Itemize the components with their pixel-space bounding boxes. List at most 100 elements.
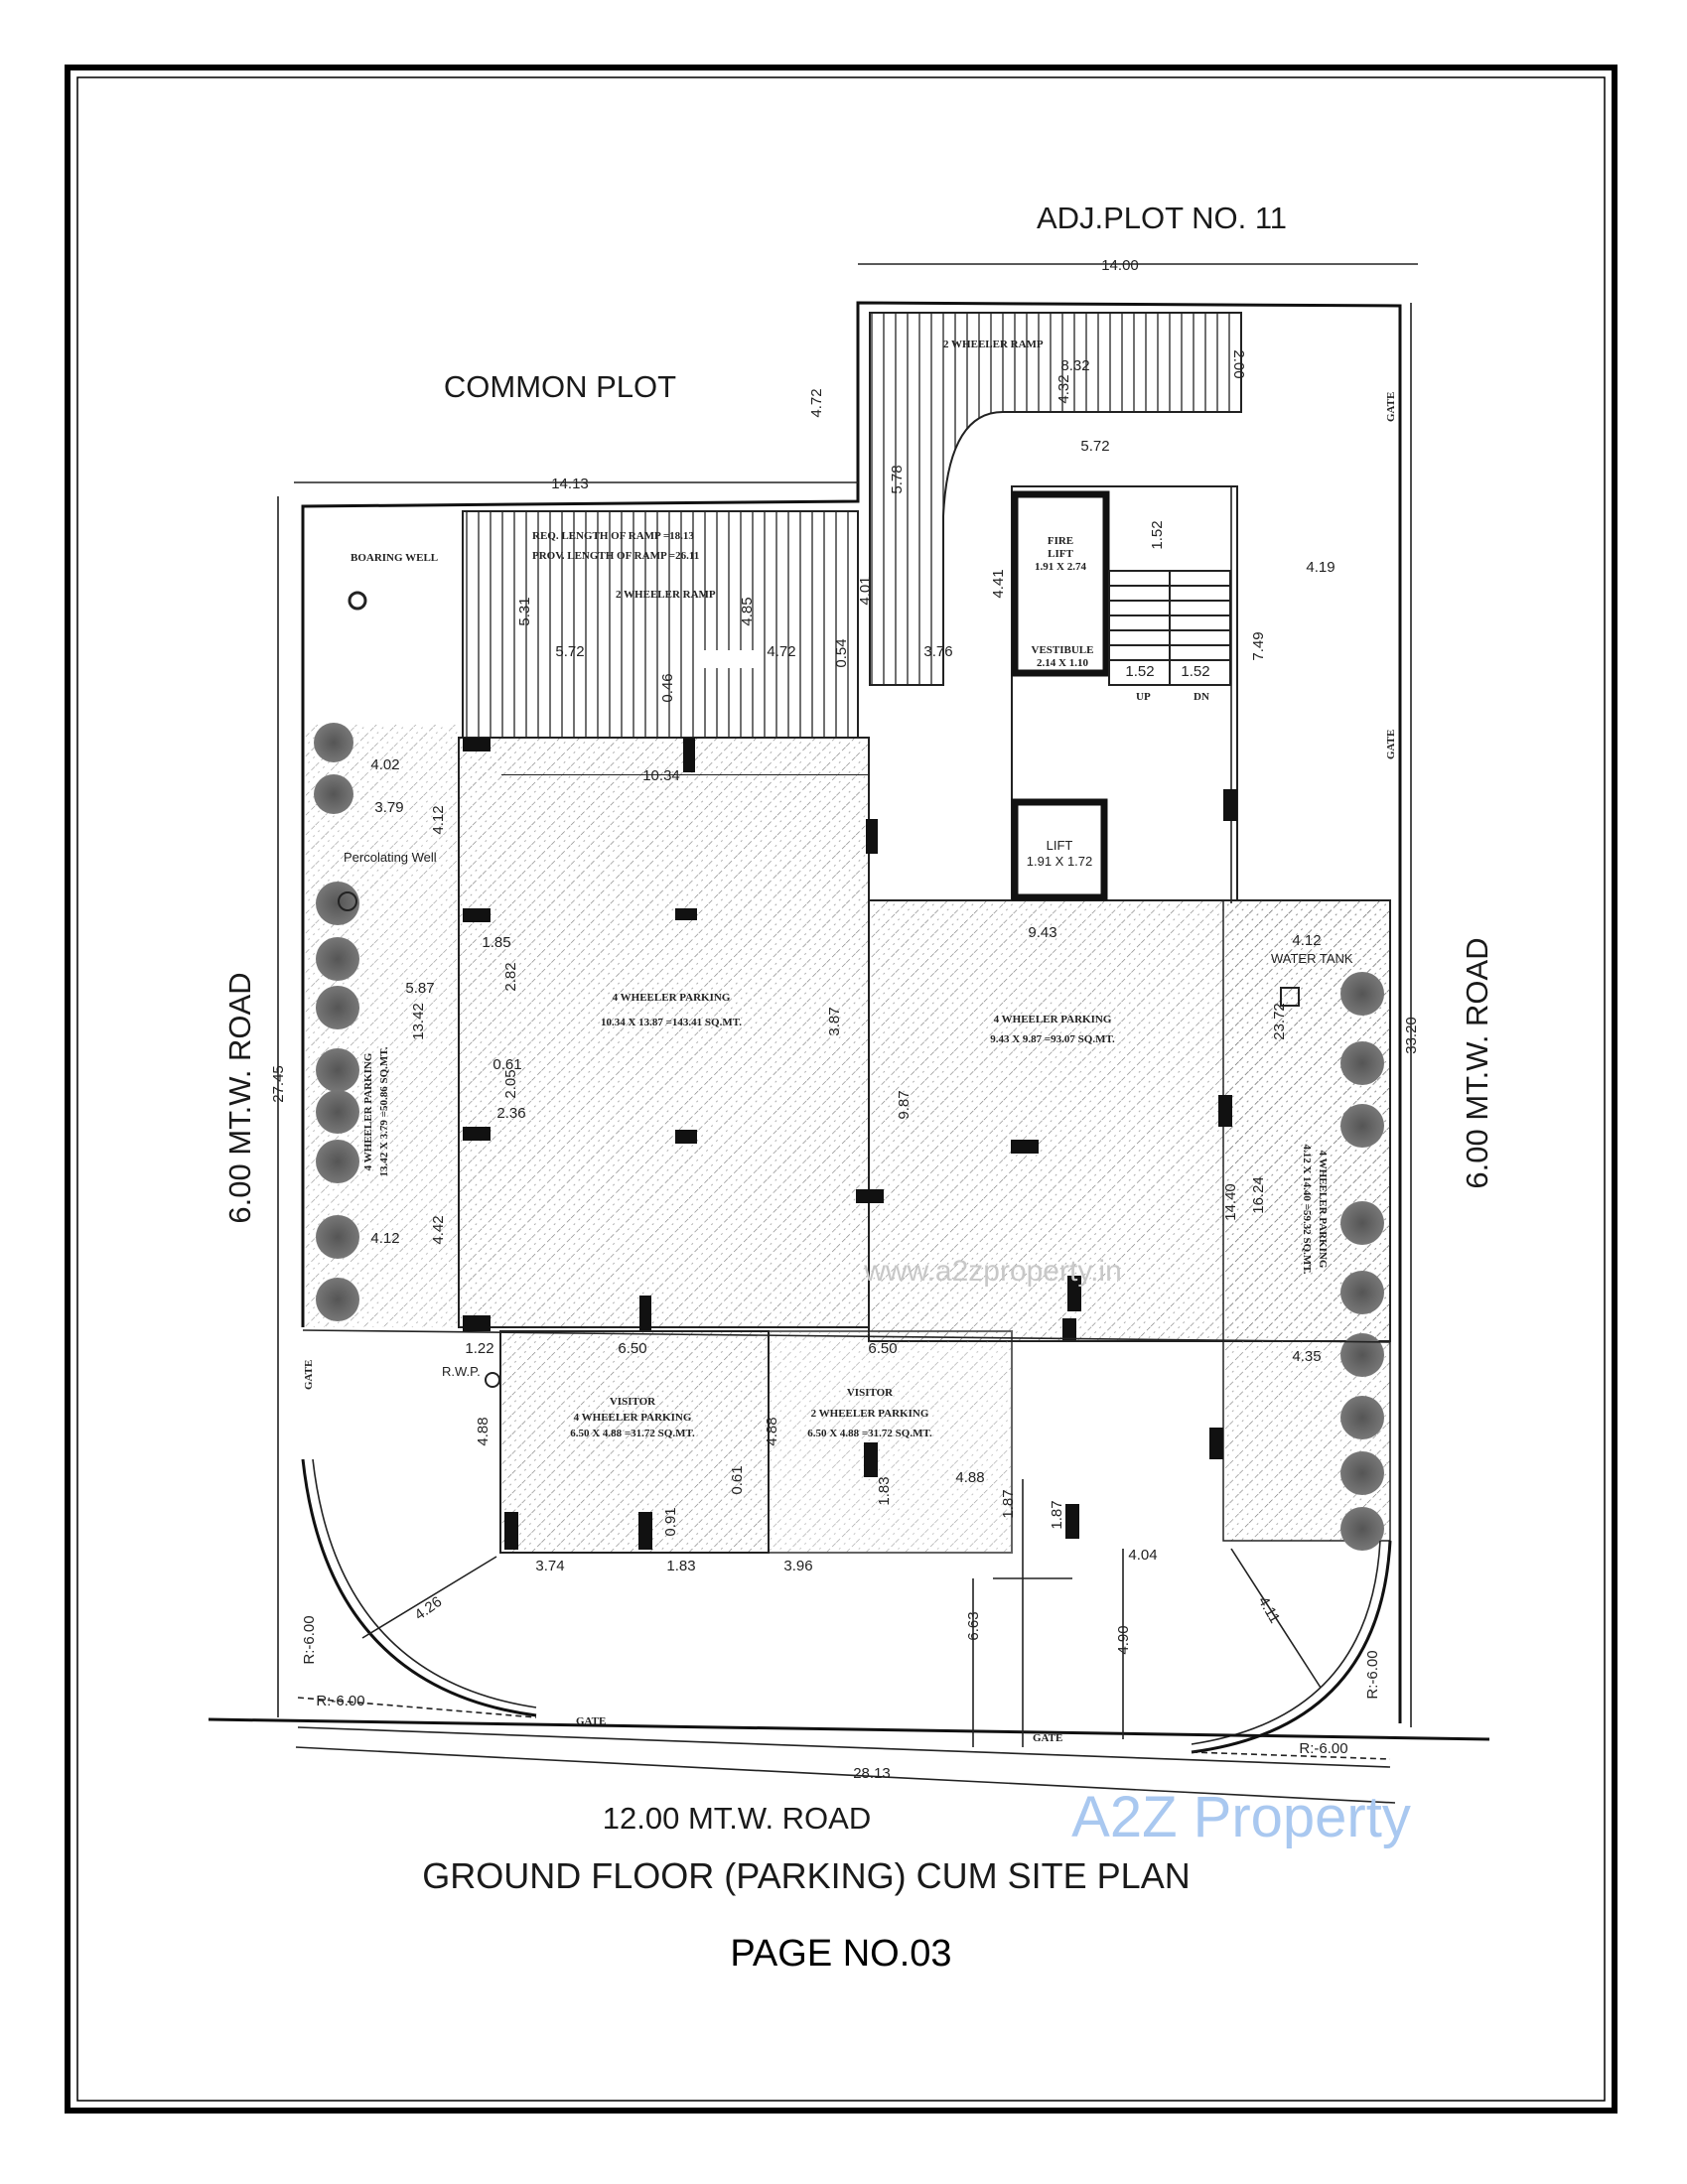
trees [314, 723, 1384, 1551]
gate-label-south-2: GATE [1033, 1732, 1062, 1744]
dim: 4.19 [1306, 559, 1335, 576]
percolating-well-label: Percolating Well [344, 850, 437, 865]
dim: 3.87 [826, 1007, 843, 1035]
page-border-inner [76, 76, 1606, 2102]
dim: 4.88 [475, 1417, 492, 1445]
rwp-icon [485, 1372, 500, 1388]
dim: 27.45 [270, 1065, 287, 1103]
rwp-label: R.W.P. [442, 1364, 481, 1379]
svg-text:2.14 X 1.10: 2.14 X 1.10 [1037, 657, 1088, 669]
dim: 4.90 [1115, 1625, 1132, 1654]
dimension-labels: 14.00 14.13 4.72 5.78 4.01 2.00 8.32 4.3… [270, 257, 1420, 1782]
dim: 5.87 [405, 980, 434, 997]
dim: R:-6.00 [316, 1693, 364, 1709]
dim: 1.52 [1125, 663, 1154, 680]
dim: 14.00 [1101, 257, 1139, 274]
dim: 4.12 [1292, 932, 1321, 949]
dim: 0.61 [729, 1465, 746, 1494]
svg-text:4 WHEELER PARKING: 4 WHEELER PARKING [362, 1052, 374, 1170]
dim: 5.31 [516, 597, 533, 625]
plan-title: GROUND FLOOR (PARKING) CUM SITE PLAN [422, 1855, 1190, 1896]
dim: 4.26 [412, 1593, 446, 1624]
adj-plot-label: ADJ.PLOT NO. 11 [1037, 201, 1287, 235]
svg-text:4 WHEELER PARKING: 4 WHEELER PARKING [613, 992, 731, 1004]
stair-lift-core [1011, 485, 1238, 903]
ramp-top-label: 2 WHEELER RAMP [943, 339, 1044, 350]
dim: 5.78 [889, 465, 906, 493]
dim: 4.88 [764, 1417, 780, 1445]
common-plot-label: COMMON PLOT [444, 369, 676, 404]
dim: 4.72 [808, 388, 825, 417]
dim: R:-6.00 [1299, 1740, 1347, 1757]
dim: 6.50 [868, 1340, 897, 1357]
water-tank-label: WATER TANK [1271, 951, 1353, 966]
svg-text:LIFT: LIFT [1048, 548, 1073, 560]
dim: 3.74 [535, 1558, 564, 1574]
dim: 4.85 [739, 597, 756, 625]
dim: 23.72 [1271, 1003, 1288, 1040]
page-number: PAGE NO.03 [730, 1933, 951, 1975]
percolating-well-icon [338, 891, 357, 911]
dim: 1.87 [1000, 1489, 1017, 1518]
visitor-4w-area [499, 1330, 770, 1554]
svg-text:LIFT: LIFT [1047, 838, 1073, 853]
visitor-2w-area [768, 1330, 1013, 1554]
watermark-logo: A2Z Property [1071, 1785, 1411, 1849]
dim: 4.12 [370, 1230, 399, 1247]
dim: R:-6.00 [301, 1615, 318, 1664]
svg-text:6.50 X 4.88 =31.72 SQ.MT.: 6.50 X 4.88 =31.72 SQ.MT. [570, 1428, 695, 1439]
ramp-left-label: 2 WHEELER RAMP [616, 589, 716, 601]
svg-text:1.91 X 2.74: 1.91 X 2.74 [1035, 561, 1086, 573]
south-road-label: 12.00 MT.W. ROAD [603, 1801, 871, 1836]
boring-well-icon [348, 591, 367, 611]
svg-text:4 WHEELER PARKING: 4 WHEELER PARKING [1317, 1151, 1329, 1269]
dim: 1.52 [1181, 663, 1209, 680]
svg-text:10.34 X 13.87 =143.41 SQ.MT.: 10.34 X 13.87 =143.41 SQ.MT. [601, 1017, 742, 1028]
svg-text:9.43 X 9.87 =93.07 SQ.MT.: 9.43 X 9.87 =93.07 SQ.MT. [990, 1033, 1115, 1045]
dim: 6.63 [965, 1611, 982, 1640]
dim: 2.36 [496, 1105, 525, 1122]
dim: R:-6.00 [1364, 1650, 1381, 1699]
dim: 14.13 [551, 476, 589, 492]
dim: 4.42 [430, 1215, 447, 1244]
ramp-top [869, 312, 1242, 686]
main-parking-area [458, 737, 870, 1328]
stair-down-label: DN [1194, 691, 1209, 703]
dim: 33.20 [1403, 1017, 1420, 1054]
page-border-outer [65, 65, 1617, 2114]
dim: 1.87 [1049, 1500, 1065, 1529]
svg-text:FIRE: FIRE [1048, 535, 1073, 547]
dim: 4.35 [1292, 1348, 1321, 1365]
dim: 9.87 [896, 1090, 913, 1119]
dim: 14.40 [1222, 1183, 1239, 1221]
dim: 8.32 [1060, 357, 1089, 374]
svg-text:VISITOR: VISITOR [610, 1396, 656, 1408]
dim: 2.00 [1230, 349, 1247, 378]
gate-label-east-2: GATE [1385, 730, 1397, 759]
gate-label-east-1: GATE [1385, 392, 1397, 422]
dim: 10.34 [642, 767, 680, 784]
watermark-site: www.a2zproperty.in [863, 1255, 1122, 1288]
west-road-label: 6.00 MT.W. ROAD [222, 972, 257, 1223]
ramp-required-length: REQ. LENGTH OF RAMP =18.13 [532, 530, 694, 542]
site-driveway [208, 1329, 1490, 1804]
gate-label-west: GATE [303, 1360, 315, 1390]
dim: 4.41 [990, 569, 1007, 598]
dim: 4.04 [1128, 1547, 1157, 1564]
dim: 1.83 [666, 1558, 695, 1574]
dim: 6.50 [618, 1340, 646, 1357]
boring-well-label: BOARING WELL [351, 552, 438, 564]
dim: 0.91 [662, 1507, 679, 1536]
dim: 13.42 [410, 1003, 427, 1040]
svg-text:13.42 X 3.79 =50.86 SQ.MT.: 13.42 X 3.79 =50.86 SQ.MT. [378, 1046, 390, 1176]
dim: 4.01 [857, 576, 874, 605]
dim: 5.72 [1080, 438, 1109, 455]
dim: 4.88 [955, 1469, 984, 1486]
structural-columns [463, 738, 1237, 1550]
dim: 4.02 [370, 756, 399, 773]
dim: 3.96 [783, 1558, 812, 1574]
